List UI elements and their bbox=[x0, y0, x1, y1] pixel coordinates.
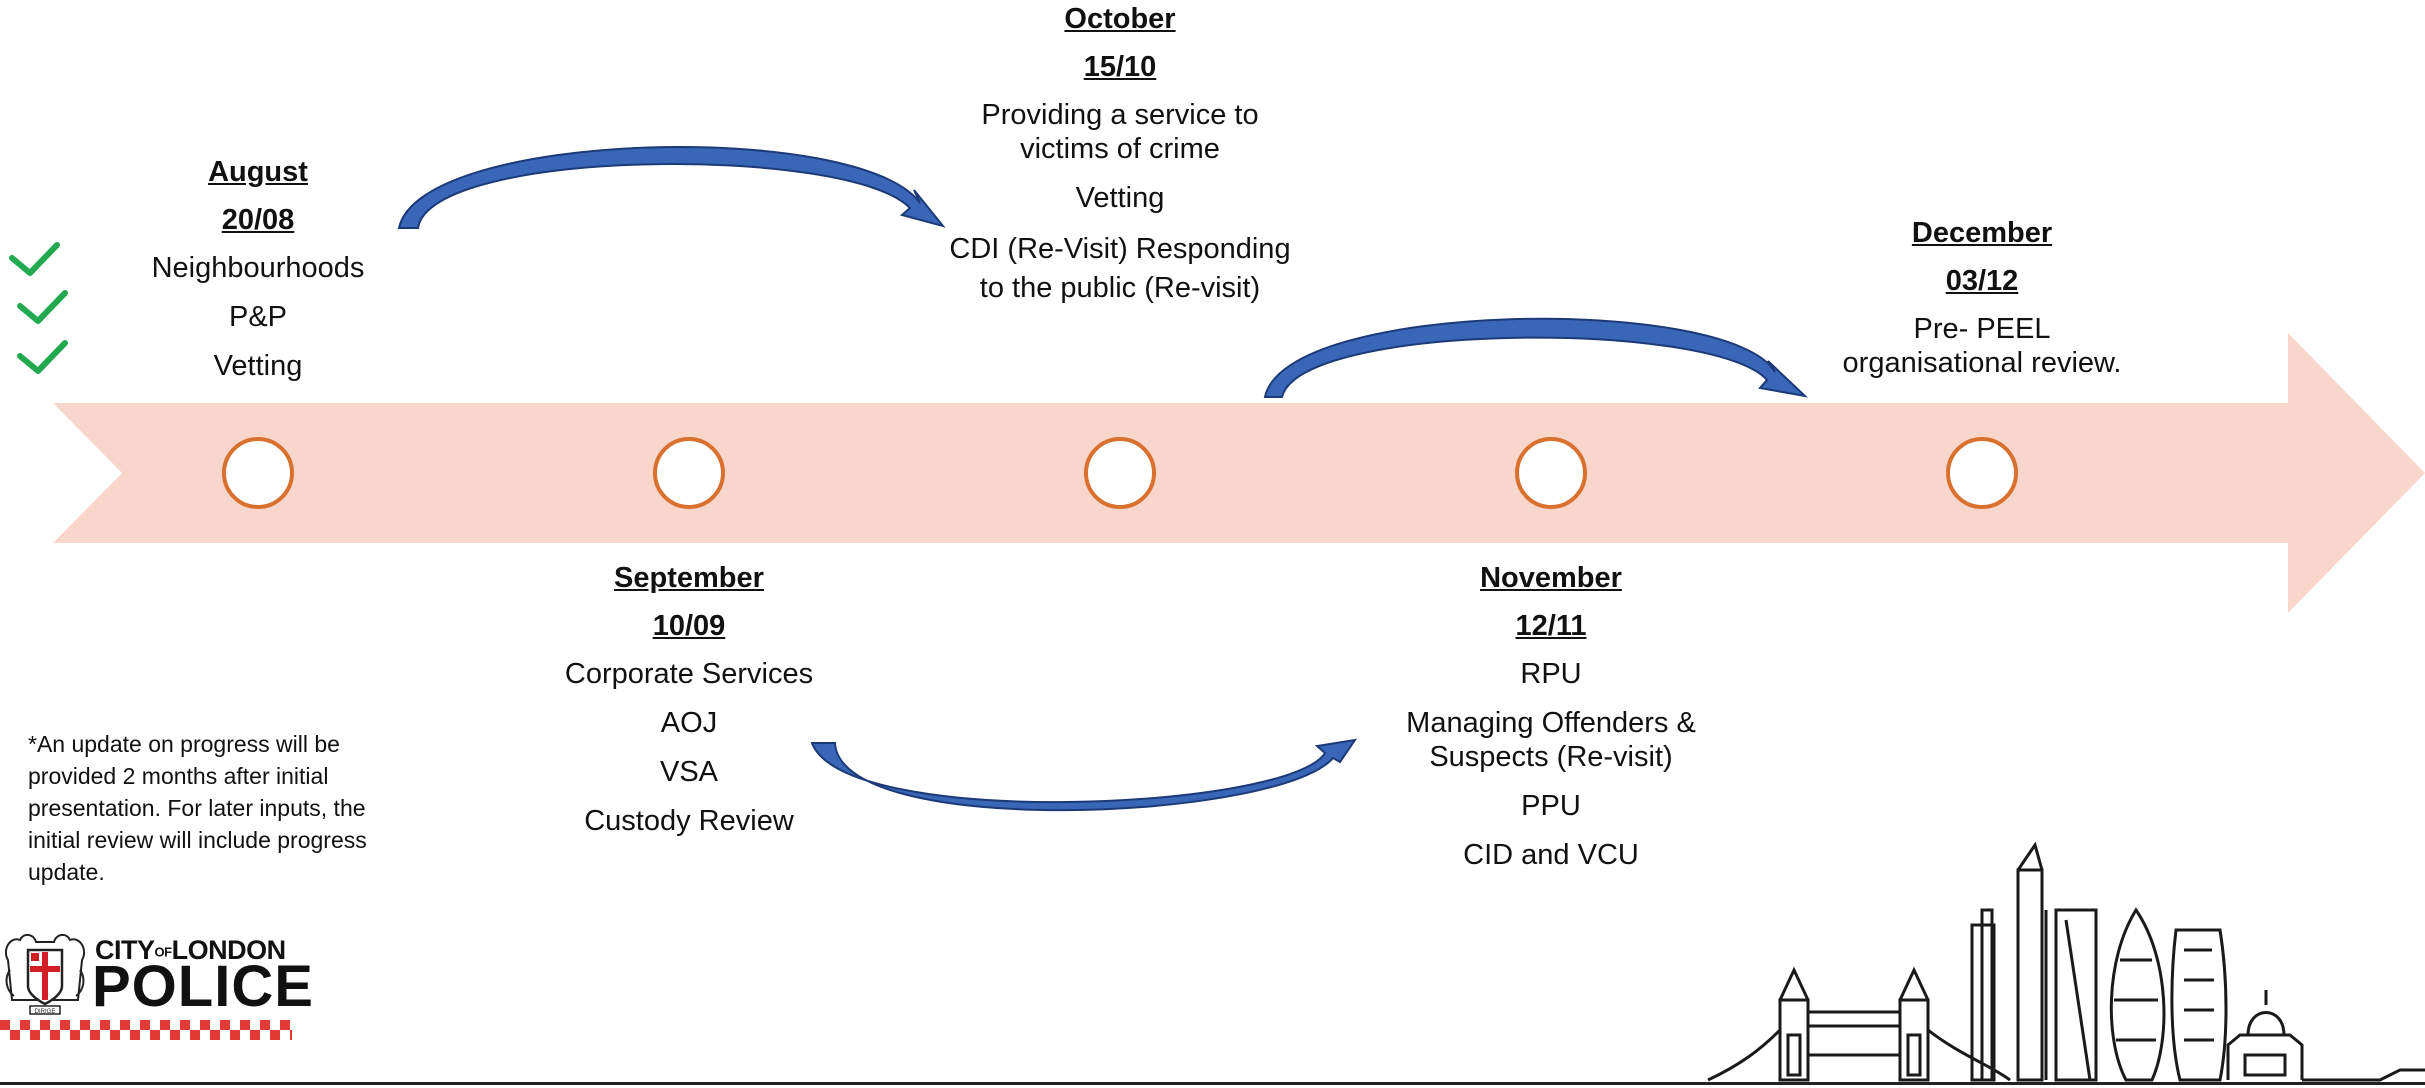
circle-marker-icon-september bbox=[653, 437, 725, 509]
checker-cell bbox=[100, 1020, 110, 1030]
checker-cell bbox=[180, 1020, 190, 1030]
checker-cell bbox=[240, 1020, 250, 1030]
checker-cell bbox=[160, 1020, 170, 1030]
milestone-item: P&P bbox=[228, 301, 288, 333]
milestone-item: Providing a service to victims of crime bbox=[981, 99, 1259, 165]
crest-motto: DIRIGE bbox=[35, 1009, 56, 1015]
circle-marker-icon-december bbox=[1946, 437, 2018, 509]
check-icon-3 bbox=[17, 340, 68, 374]
milestone-item: Corporate Services bbox=[564, 658, 814, 690]
check-icon-1 bbox=[9, 242, 60, 276]
checker-cell bbox=[20, 1020, 30, 1030]
milestone-september: September 10/09 Corporate Services AOJ V… bbox=[509, 561, 869, 838]
logo-line-2: POLICE bbox=[92, 954, 314, 1019]
checker-cell bbox=[250, 1030, 260, 1040]
checker-cell bbox=[220, 1020, 230, 1030]
milestone-item: VSA bbox=[659, 756, 719, 788]
logo-line-1: CITYOFLONDON bbox=[95, 935, 286, 966]
checker-cell bbox=[170, 1030, 180, 1040]
milestone-item: Neighbourhoods bbox=[151, 252, 365, 284]
checker-cell bbox=[140, 1020, 150, 1030]
checker-cell bbox=[120, 1020, 130, 1030]
milestone-item: Vetting bbox=[213, 350, 303, 382]
checker-cell bbox=[50, 1030, 60, 1040]
crest-icon: DIRIGE bbox=[4, 934, 86, 1015]
curved-arrow-icon-oct-dec bbox=[1263, 317, 1809, 398]
checker-cell bbox=[260, 1020, 270, 1030]
checker-cell bbox=[90, 1030, 100, 1040]
checker-cell bbox=[60, 1020, 70, 1030]
milestone-month: November bbox=[1480, 562, 1622, 594]
checker-cell bbox=[150, 1030, 160, 1040]
city-skyline-illustration bbox=[1707, 841, 2425, 1082]
checker-cell bbox=[70, 1030, 80, 1040]
milestone-item: Pre- PEEL organisational review. bbox=[1842, 313, 2122, 379]
logo-london: LONDON bbox=[171, 935, 287, 965]
milestone-month: September bbox=[614, 562, 764, 594]
milestone-month: October bbox=[1064, 3, 1176, 35]
checker-cell bbox=[130, 1030, 140, 1040]
milestone-item: Custody Review bbox=[584, 805, 794, 837]
milestone-item: CDI (Re-Visit) Responding to the public … bbox=[949, 233, 1291, 304]
milestone-november: November 12/11 RPU Managing Offenders & … bbox=[1371, 561, 1731, 872]
logo-of: OF bbox=[154, 944, 173, 960]
milestone-october: October 15/10 Providing a service to vic… bbox=[940, 2, 1300, 308]
checker-band bbox=[0, 1020, 292, 1040]
checker-cell bbox=[0, 1020, 10, 1030]
checker-cell bbox=[270, 1030, 280, 1040]
checker-cell bbox=[230, 1030, 240, 1040]
milestone-date: 20/08 bbox=[221, 204, 295, 236]
logo-city: CITY bbox=[95, 935, 155, 965]
milestone-item: PPU bbox=[1521, 790, 1581, 822]
check-icon-2 bbox=[17, 290, 68, 324]
circle-marker-icon-november bbox=[1515, 437, 1587, 509]
milestone-december: December 03/12 Pre- PEEL organisational … bbox=[1802, 216, 2162, 380]
checker-cell bbox=[40, 1020, 50, 1030]
milestone-month: December bbox=[1911, 217, 2053, 249]
milestone-item: Managing Offenders & Suspects (Re-visit) bbox=[1406, 707, 1696, 773]
milestone-date: 10/09 bbox=[652, 610, 726, 642]
footer-baseline bbox=[0, 1082, 2425, 1085]
timeline-arrow-band bbox=[53, 333, 2425, 613]
checker-cell bbox=[30, 1030, 40, 1040]
checker-cell bbox=[280, 1020, 290, 1030]
milestone-item: AOJ bbox=[660, 707, 718, 739]
milestone-august: August 20/08 Neighbourhoods P&P Vetting bbox=[78, 155, 438, 383]
checker-cell bbox=[290, 1030, 292, 1040]
city-of-london-police-logo: DIRIGE CITYOFLONDON POLICE bbox=[0, 930, 313, 1045]
checker-cell bbox=[200, 1020, 210, 1030]
circle-marker-icon-august bbox=[222, 437, 294, 509]
milestone-item: RPU bbox=[1520, 658, 1582, 690]
milestone-month: August bbox=[208, 156, 308, 188]
checker-cell bbox=[110, 1030, 120, 1040]
curved-arrow-icon-sep-nov bbox=[810, 738, 1358, 812]
checker-cell bbox=[210, 1030, 220, 1040]
curved-arrow-icon-aug-oct bbox=[397, 146, 946, 229]
checker-cell bbox=[10, 1030, 20, 1040]
checker-cell bbox=[80, 1020, 90, 1030]
milestone-date: 15/10 bbox=[1083, 51, 1157, 83]
milestone-item: CID and VCU bbox=[1463, 839, 1639, 871]
circle-marker-icon-october bbox=[1084, 437, 1156, 509]
checker-cell bbox=[190, 1030, 200, 1040]
milestone-item: Vetting bbox=[1075, 182, 1165, 214]
milestone-date: 12/11 bbox=[1515, 610, 1587, 642]
milestone-date: 03/12 bbox=[1945, 265, 2019, 297]
footnote: *An update on progress will be provided … bbox=[28, 731, 367, 885]
